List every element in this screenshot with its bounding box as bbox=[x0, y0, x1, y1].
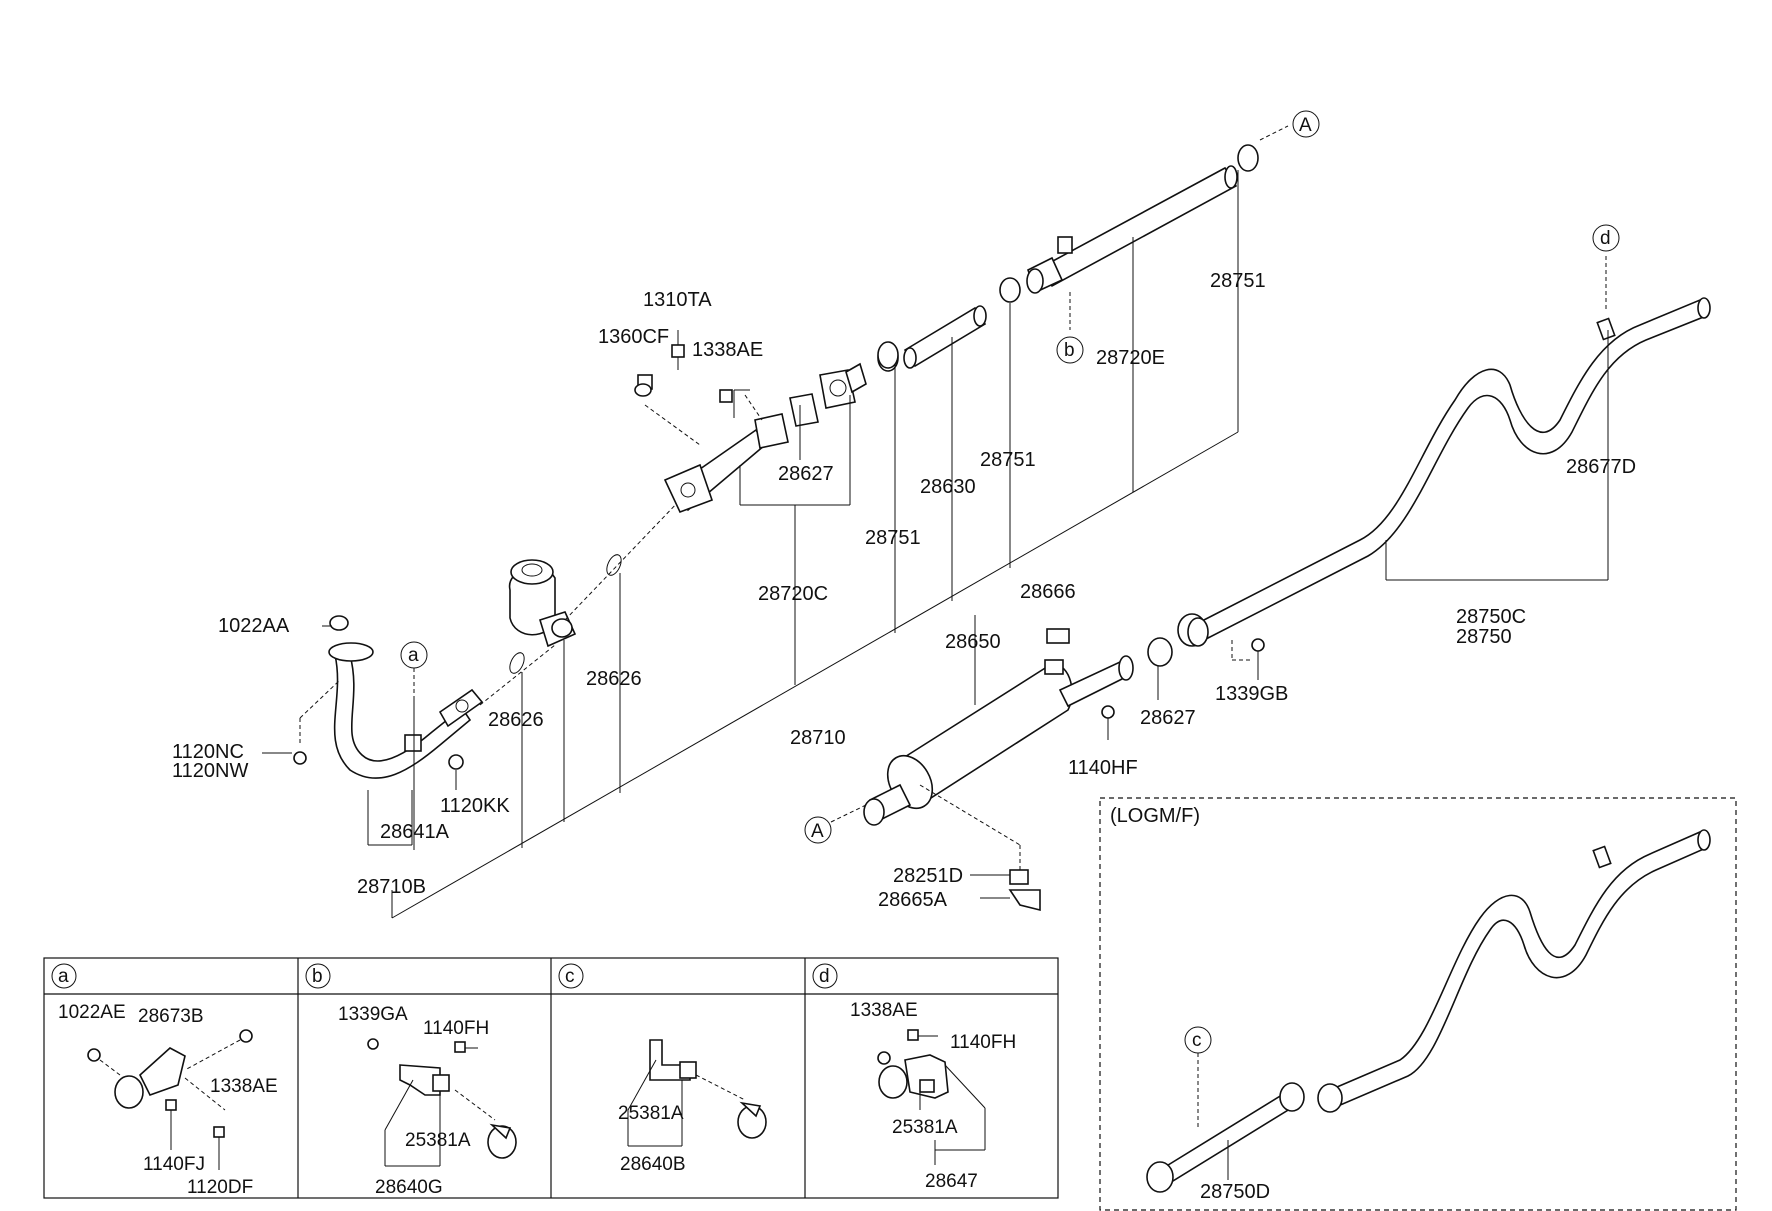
label-1120kk: 1120KK bbox=[440, 795, 510, 817]
svg-text:28640B: 28640B bbox=[620, 1154, 686, 1175]
label-1338ae: 1338AE bbox=[692, 339, 763, 361]
label-28251d: 28251D bbox=[893, 865, 963, 887]
label-1120nw: 1120NW bbox=[172, 760, 248, 782]
label-1310ta: 1310TA bbox=[643, 289, 712, 311]
svg-text:28640G: 28640G bbox=[375, 1177, 443, 1198]
front-pipe-28710b bbox=[328, 615, 484, 779]
callout-c-logm: c bbox=[1184, 1026, 1212, 1128]
svg-text:1140FH: 1140FH bbox=[423, 1018, 489, 1039]
label-28720e: 28720E bbox=[1096, 347, 1165, 369]
svg-text:25381A: 25381A bbox=[892, 1117, 958, 1138]
label-1022aa: 1022AA bbox=[218, 615, 290, 637]
label-28751-a: 28751 bbox=[865, 527, 921, 549]
svg-text:a: a bbox=[408, 645, 419, 666]
pipe-28720e bbox=[999, 144, 1259, 303]
callout-A-bottom: A bbox=[804, 804, 867, 844]
callout-d: d bbox=[1592, 224, 1620, 252]
label-1120nc: 1120NC bbox=[172, 741, 244, 763]
svg-text:c: c bbox=[565, 966, 575, 987]
detail-panel-c: c 25381A 28640B bbox=[558, 963, 767, 1175]
label-28751-c: 28751 bbox=[1210, 270, 1266, 292]
detail-panels bbox=[43, 957, 1059, 1199]
svg-text:1338AE: 1338AE bbox=[210, 1076, 278, 1097]
svg-text:25381A: 25381A bbox=[405, 1130, 471, 1151]
logm-variant-box bbox=[1099, 797, 1737, 1211]
label-28627-top: 28627 bbox=[778, 463, 834, 485]
label-28630: 28630 bbox=[920, 476, 976, 498]
label-28626-a: 28626 bbox=[586, 668, 642, 690]
svg-text:d: d bbox=[819, 966, 830, 987]
svg-text:c: c bbox=[1192, 1030, 1202, 1051]
svg-text:1022AE: 1022AE bbox=[58, 1002, 126, 1023]
label-28626-b: 28626 bbox=[488, 709, 544, 731]
label-28641a: 28641A bbox=[380, 821, 450, 843]
label-1360cf: 1360CF bbox=[598, 326, 669, 348]
callout-b: b bbox=[1056, 336, 1084, 364]
label-28665a: 28665A bbox=[878, 889, 948, 911]
detail-panel-a: a 1022AE 28673B 1338AE 1140FJ 1120DF bbox=[51, 963, 278, 1198]
label-28710b: 28710B bbox=[357, 876, 426, 898]
catalytic-converter bbox=[508, 559, 577, 648]
label-1140hf: 1140HF bbox=[1068, 757, 1138, 779]
svg-text:b: b bbox=[1064, 340, 1075, 361]
svg-text:1120DF: 1120DF bbox=[187, 1177, 253, 1198]
label-28666: 28666 bbox=[1020, 581, 1076, 603]
callout-A-top: A bbox=[1292, 110, 1320, 138]
label-28710: 28710 bbox=[790, 727, 846, 749]
label-28750c: 28750C bbox=[1456, 606, 1526, 628]
svg-text:25381A: 25381A bbox=[618, 1103, 684, 1124]
svg-text:a: a bbox=[58, 966, 69, 987]
muffler-28650 bbox=[863, 613, 1207, 826]
label-28677d: 28677D bbox=[1566, 456, 1636, 478]
pipe-28630 bbox=[877, 305, 987, 369]
svg-text:1140FH: 1140FH bbox=[950, 1032, 1016, 1053]
svg-text:A: A bbox=[811, 821, 824, 842]
detail-panel-d: d 1338AE 1140FH 25381A 28647 bbox=[812, 963, 1016, 1192]
svg-text:A: A bbox=[1299, 115, 1312, 136]
logm-front-pipe-28750d bbox=[1146, 1082, 1305, 1193]
label-28627-mid: 28627 bbox=[1140, 707, 1196, 729]
svg-text:28647: 28647 bbox=[925, 1171, 978, 1192]
svg-text:b: b bbox=[312, 966, 323, 987]
label-1339gb: 1339GB bbox=[1215, 683, 1288, 705]
logm-tail-pipe bbox=[1317, 829, 1711, 1113]
tail-pipe-28750 bbox=[1187, 297, 1711, 647]
intermediate-pipe-28720c bbox=[663, 344, 899, 514]
svg-text:d: d bbox=[1600, 228, 1611, 249]
callout-a: a bbox=[400, 641, 428, 740]
svg-text:1338AE: 1338AE bbox=[850, 1000, 918, 1021]
svg-text:1140FJ: 1140FJ bbox=[143, 1154, 205, 1175]
svg-text:1339GA: 1339GA bbox=[338, 1004, 408, 1025]
label-28650: 28650 bbox=[945, 631, 1001, 653]
main-assembly-leader bbox=[391, 431, 1239, 919]
logm-title: (LOGM/F) bbox=[1110, 805, 1200, 827]
label-28751-b: 28751 bbox=[980, 449, 1036, 471]
label-28720c: 28720C bbox=[758, 583, 828, 605]
label-28750: 28750 bbox=[1456, 626, 1512, 648]
detail-panel-b: b 1339GA 1140FH 25381A 28640G bbox=[305, 963, 517, 1198]
svg-text:28673B: 28673B bbox=[138, 1006, 204, 1027]
label-28750d: 28750D bbox=[1200, 1181, 1270, 1203]
